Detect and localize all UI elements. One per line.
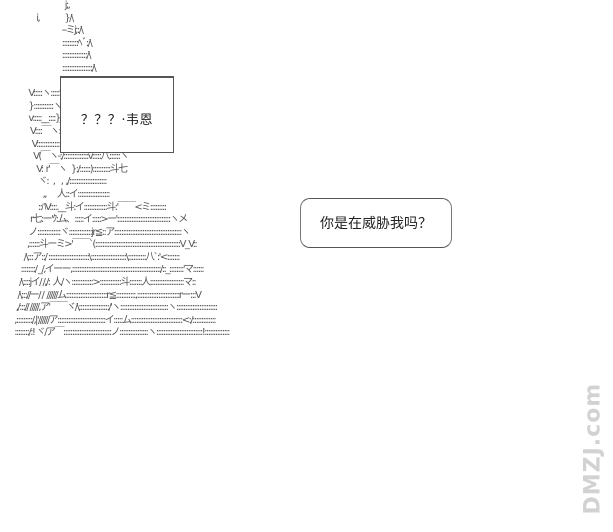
caption-text: ？？？·韦恩	[80, 113, 154, 128]
watermark-text: DMZJ.com	[580, 382, 606, 515]
caption-box: ？？？·韦恩	[60, 76, 174, 153]
watermark: DMZJ.com	[579, 382, 609, 522]
speech-bubble: 你是在威胁我吗？	[300, 198, 452, 248]
speech-text: 你是在威胁我吗？	[320, 216, 432, 232]
